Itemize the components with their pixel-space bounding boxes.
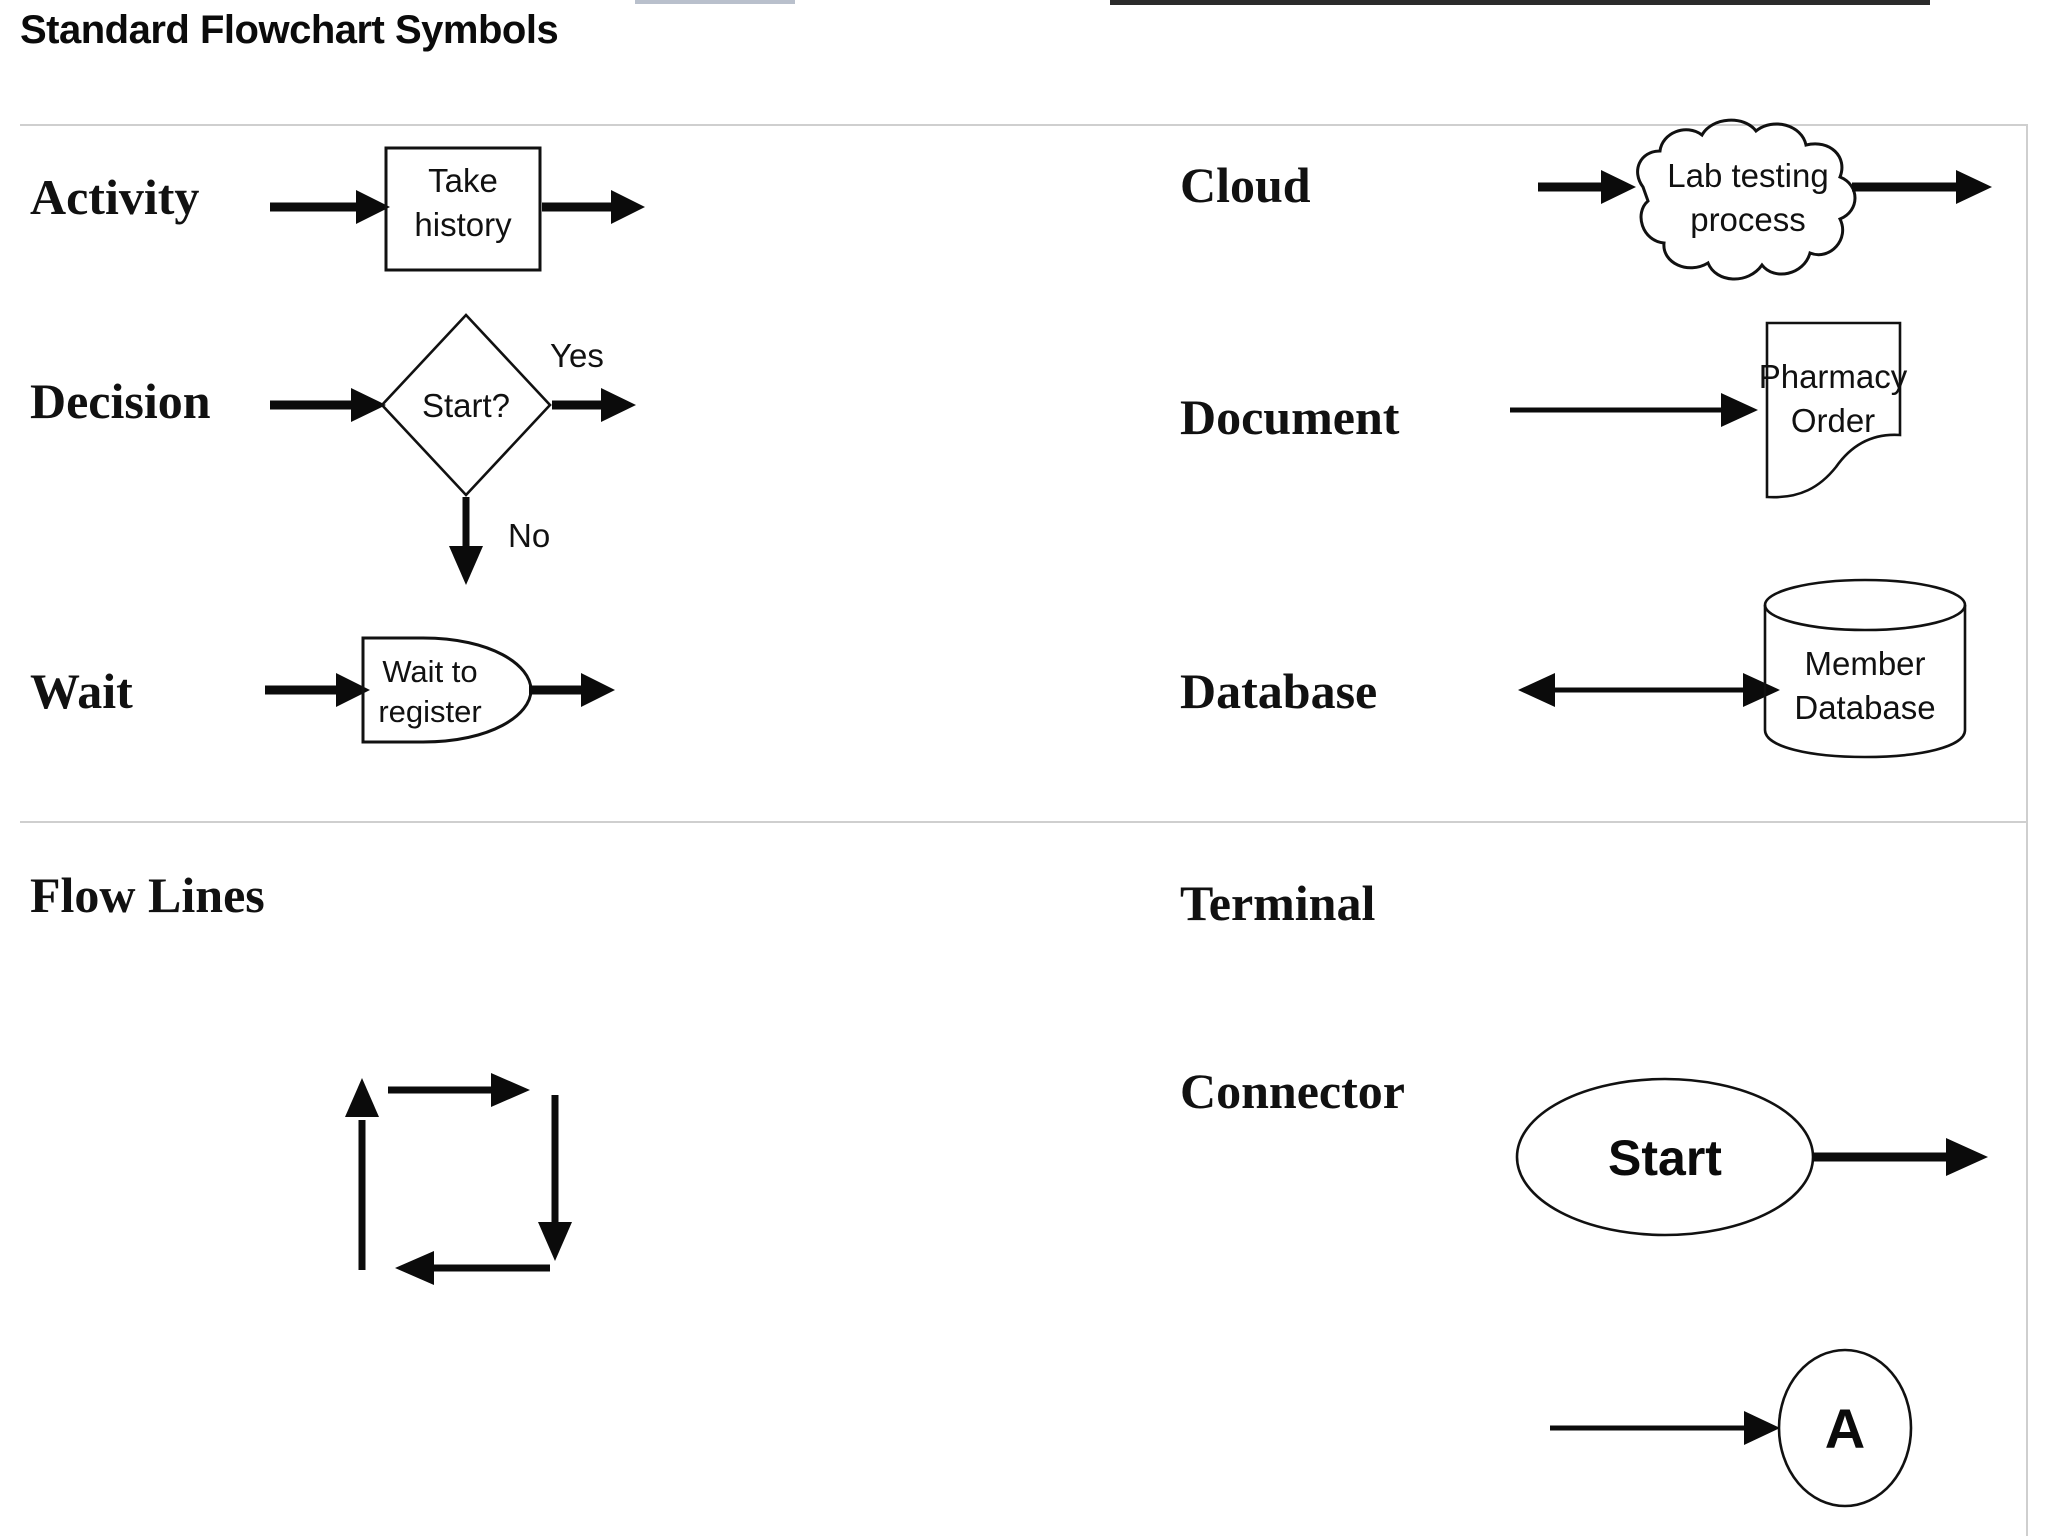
cloud-shape [1636, 118, 1857, 281]
activity-rectangle-shape [384, 146, 542, 272]
scan-artifact-segment-left [635, 0, 795, 4]
wait-text-line1: Wait to [382, 654, 477, 689]
activity-out-arrow [542, 190, 645, 224]
cloud-out-arrow [1852, 170, 1992, 204]
symbol-graphic-cloud: Lab testing process [1530, 115, 2030, 305]
terminal-text: Start [1608, 1130, 1722, 1186]
divider-middle [20, 821, 2028, 823]
decision-no-branch-arrow [449, 497, 483, 585]
flowline-left-arrow [395, 1251, 550, 1285]
symbol-graphic-decision: Start? Yes No [260, 305, 690, 600]
divider-right-edge [2026, 124, 2028, 1536]
symbol-label-connector: Connector [1180, 1063, 1405, 1119]
connector-circle-shape [1777, 1348, 1913, 1508]
decision-yes-label: Yes [550, 337, 604, 374]
symbol-label-document: Document [1180, 389, 1400, 445]
database-cylinder-shape [1763, 578, 1967, 759]
document-text-line1: Pharmacy [1759, 358, 1908, 395]
page-title: Standard Flowchart Symbols [20, 8, 559, 52]
activity-text-line2: history [414, 206, 512, 243]
cloud-in-arrow [1538, 170, 1636, 204]
symbol-graphic-document: Pharmacy Order [1500, 315, 1920, 515]
flowline-down-arrow [538, 1095, 572, 1261]
decision-in-arrow [270, 388, 386, 422]
connector-in-arrow [1550, 1411, 1780, 1445]
symbol-label-database: Database [1180, 663, 1378, 719]
scan-artifact-strip [0, 0, 2048, 5]
decision-text-line1: Start? [422, 387, 510, 424]
symbol-graphic-terminal: Start [1500, 1065, 2040, 1250]
database-text-line2: Database [1794, 689, 1935, 726]
decision-yes-branch-arrow [552, 388, 636, 422]
connector-text: A [1825, 1397, 1865, 1460]
database-text-line1: Member [1804, 645, 1925, 682]
symbol-label-decision: Decision [30, 373, 211, 429]
symbol-graphic-database: Member Database [1500, 575, 1967, 775]
divider-top [20, 124, 2028, 126]
terminal-out-arrow [1812, 1138, 1988, 1176]
wait-out-arrow [529, 673, 615, 707]
symbol-label-flowlines: Flow Lines [30, 867, 265, 923]
decision-no-label: No [508, 517, 550, 554]
wait-in-arrow [265, 673, 370, 707]
flowline-up-arrow [345, 1078, 379, 1270]
symbol-label-cloud: Cloud [1180, 157, 1311, 213]
document-in-arrow [1510, 393, 1758, 427]
flowline-right-arrow [388, 1073, 530, 1107]
database-bidirectional-arrow [1518, 673, 1780, 707]
symbol-graphic-activity: Take history [260, 140, 680, 300]
symbol-graphic-wait: Wait to register [255, 630, 665, 780]
symbol-label-activity: Activity [30, 169, 200, 225]
cloud-text-line1: Lab testing [1667, 157, 1828, 194]
activity-text-line1: Take [428, 162, 498, 199]
decision-diamond-shape [380, 313, 552, 497]
symbol-graphic-flowlines [340, 1073, 640, 1290]
document-shape [1765, 321, 1902, 499]
wait-text-line2: register [378, 694, 481, 729]
cloud-text-line2: process [1690, 201, 1806, 238]
symbol-label-wait: Wait [30, 663, 133, 719]
activity-in-arrow [270, 190, 390, 224]
symbol-graphic-connector: A [1540, 1340, 1940, 1520]
scan-artifact-segment-right [1110, 0, 1930, 5]
document-text-line2: Order [1791, 402, 1875, 439]
symbol-label-terminal: Terminal [1180, 875, 1376, 931]
